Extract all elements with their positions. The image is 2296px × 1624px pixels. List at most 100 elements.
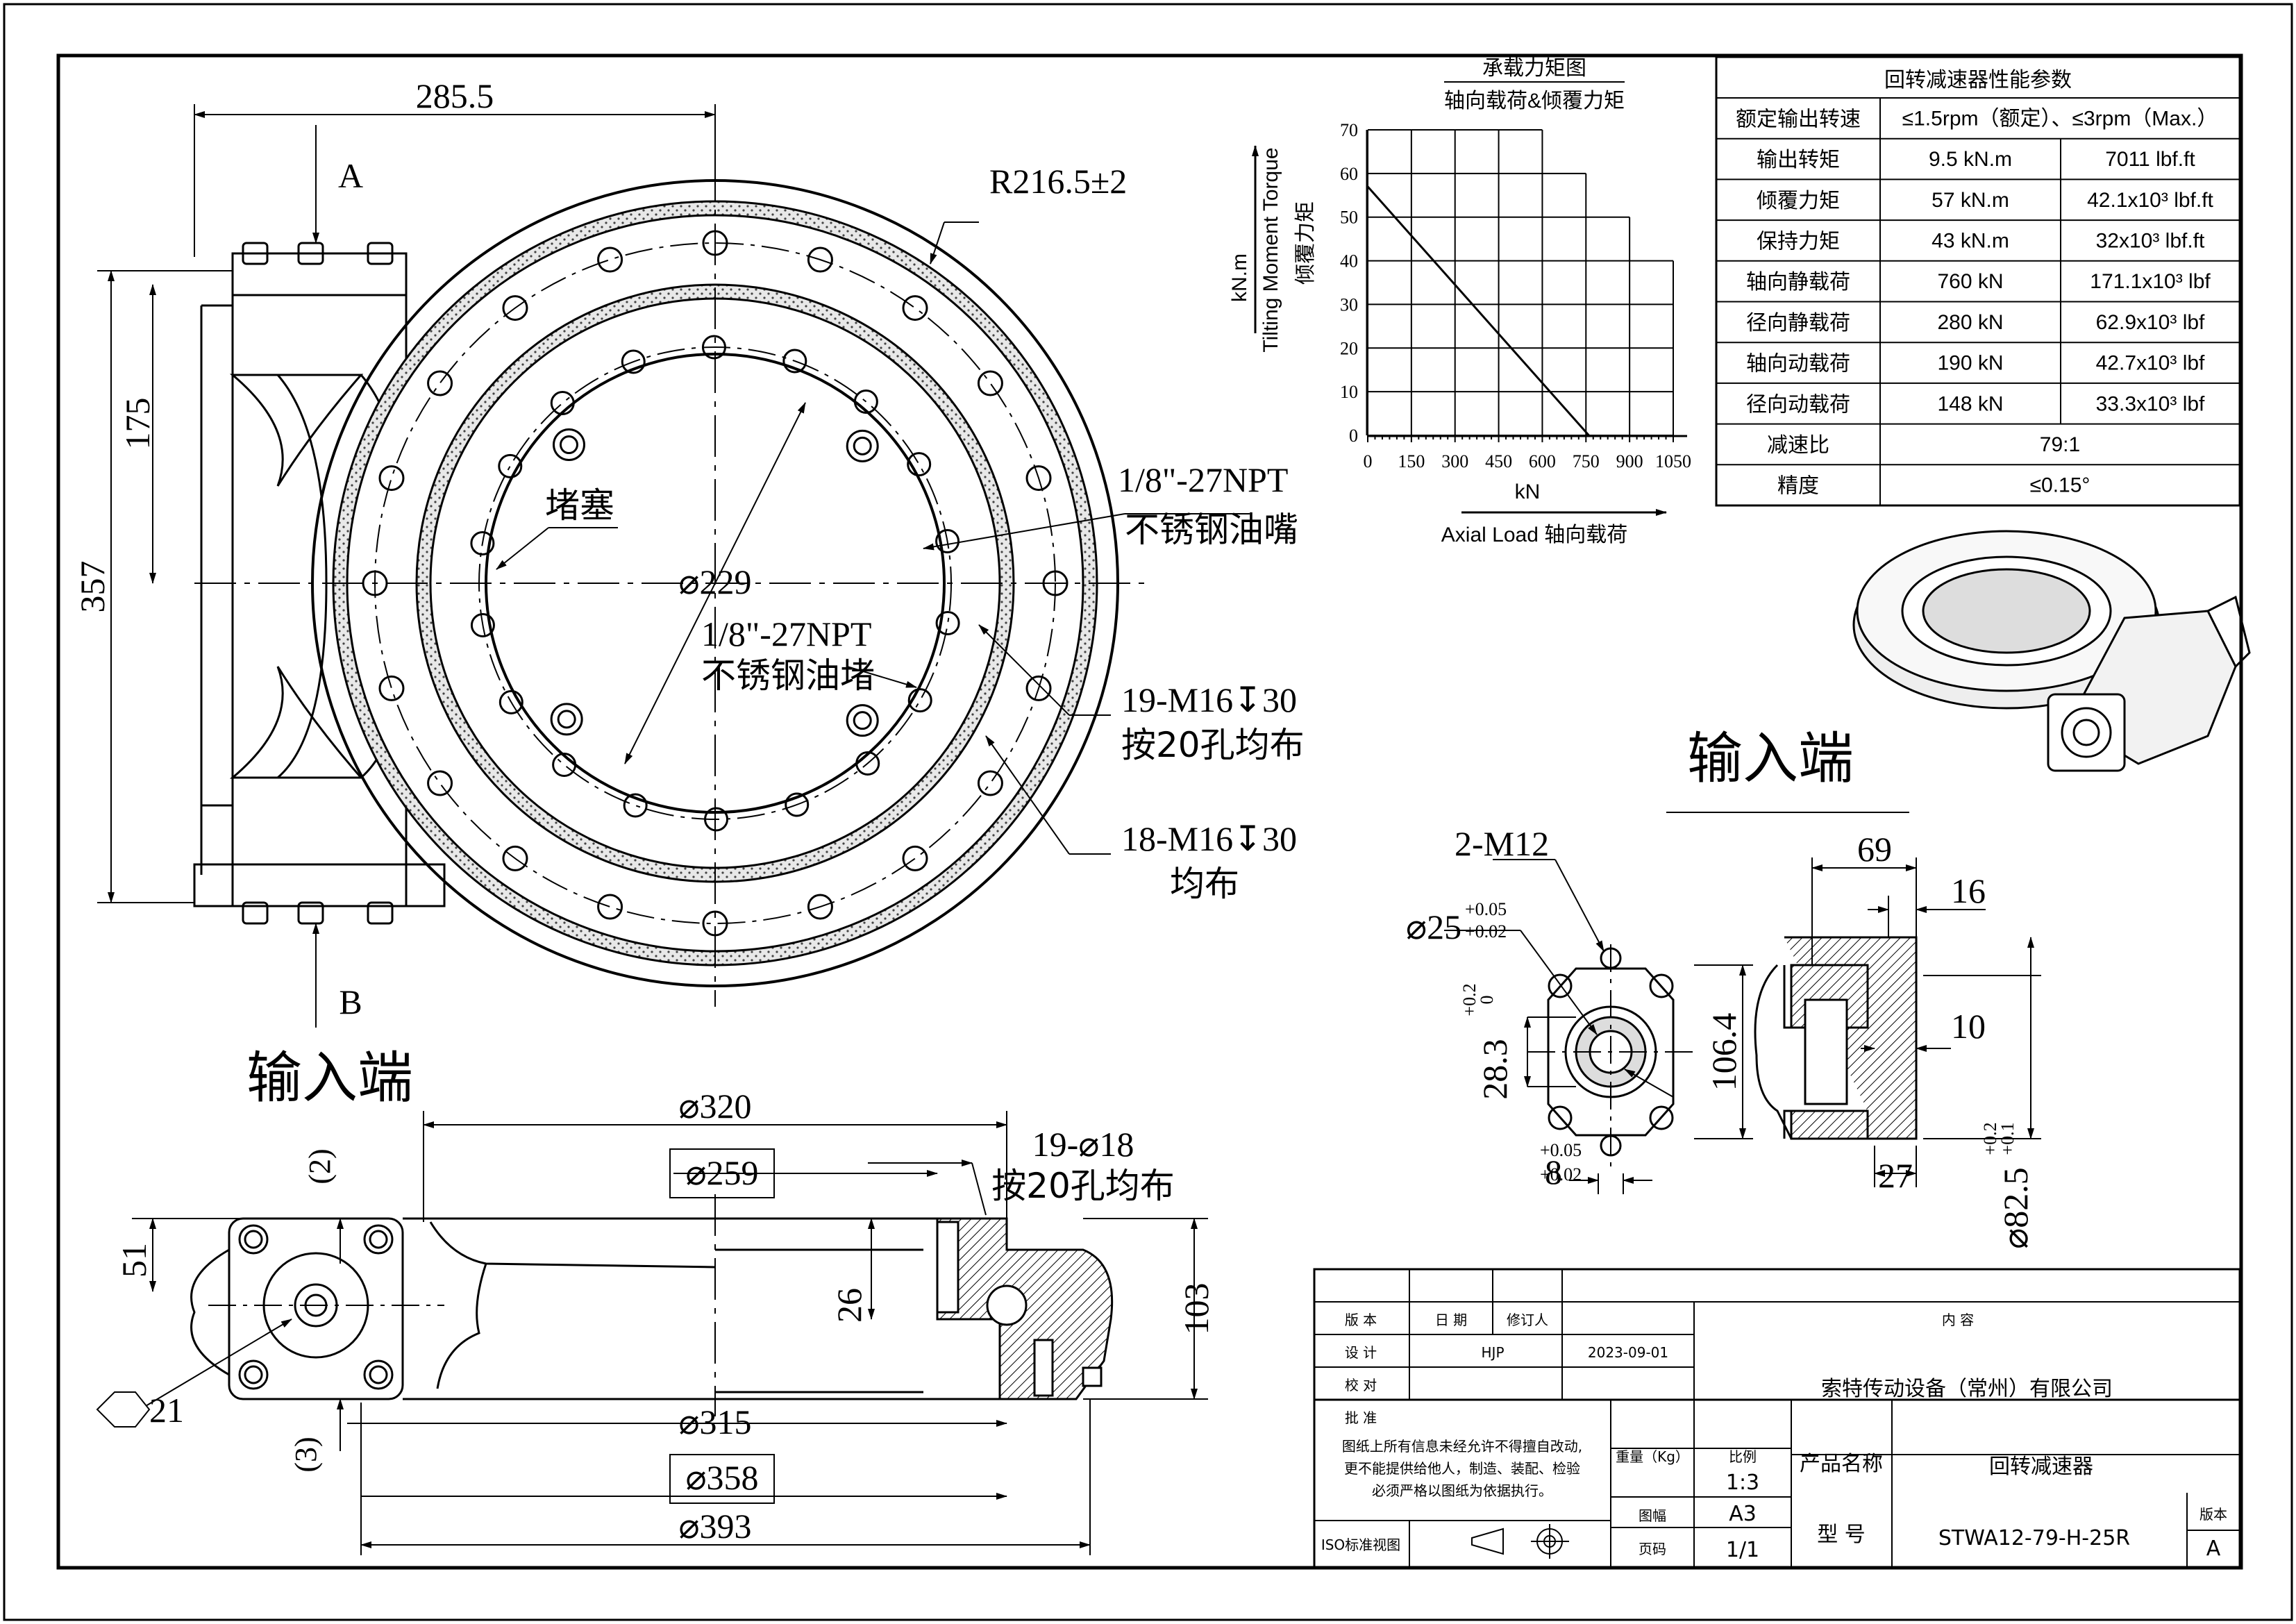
section-b-label: B xyxy=(339,982,362,1021)
tb-notice-2: 更不能提供给他人，制造、装配、检验 xyxy=(1344,1460,1580,1477)
dim-82-5: ⌀82.5 xyxy=(1996,1167,2035,1249)
perf-row-value: 79:1 xyxy=(2040,433,2080,456)
bolt-hole xyxy=(427,770,453,796)
chart-x-unit: kN xyxy=(1515,480,1541,503)
chart-grid xyxy=(1367,129,1674,436)
perf-row-label: 输出转矩 xyxy=(1757,148,1840,172)
perf-row-metric: 190 kN xyxy=(1937,352,2003,375)
perf-row-label: 额定输出转速 xyxy=(1736,107,1861,131)
bolt-hole xyxy=(807,246,833,273)
tb-notice-1: 图纸上所有信息未经允许不得擅自改动, xyxy=(1342,1438,1582,1455)
lifting-hole-inner xyxy=(559,435,578,455)
dim-10: 10 xyxy=(1951,1007,1986,1046)
chart-x-tick-label: 1050 xyxy=(1655,451,1691,471)
chart-y-tick-label: 10 xyxy=(1340,382,1358,402)
perf-row-value: ≤0.15° xyxy=(2030,474,2090,497)
tb-model-header: 型 号 xyxy=(1817,1523,1866,1547)
product-illustration xyxy=(1852,530,2251,772)
dim-p3: (3) xyxy=(289,1437,323,1472)
dim-28-tol-dn: 0 xyxy=(1477,996,1497,1005)
chart-title: 承载力矩图 xyxy=(1482,57,1586,80)
dim-27: 27 xyxy=(1878,1156,1913,1195)
top-view xyxy=(193,160,1146,1007)
npt-nipple-label: 1/8"-27NPT xyxy=(1118,460,1288,499)
tb-content-header: 内 容 xyxy=(1942,1312,1974,1328)
bolt-hole xyxy=(1042,570,1069,596)
perf-row-label: 径向动载荷 xyxy=(1746,392,1850,417)
top-view-dimensions xyxy=(97,104,1250,1028)
dim-175: 175 xyxy=(118,398,157,450)
lifting-hole-inner xyxy=(557,710,576,729)
perf-row-imperial: 7011 lbf.ft xyxy=(2105,148,2195,171)
perf-row-label: 轴向动载荷 xyxy=(1746,352,1850,376)
dim-285-5: 285.5 xyxy=(416,76,494,115)
perf-title: 回转减速器性能参数 xyxy=(1884,68,2072,92)
perf-row-label: 轴向静载荷 xyxy=(1746,270,1850,294)
dim-28-3: 28.3 xyxy=(1475,1039,1514,1100)
dim-51: 51 xyxy=(115,1243,153,1278)
holes-18-desc: 均布 xyxy=(1170,864,1239,904)
holes-d18-desc: 按20孔均布 xyxy=(991,1166,1175,1206)
plug-label: 堵塞 xyxy=(545,485,614,526)
chart-y-tick-label: 30 xyxy=(1340,294,1358,315)
holes-19-desc: 按20孔均布 xyxy=(1121,725,1305,765)
chart-y-label: Tilting Moment Torque xyxy=(1259,147,1282,352)
holes-19-label: 19-M16↧30 xyxy=(1121,680,1297,719)
dim-26: 26 xyxy=(830,1288,869,1323)
chart-y-tick-label: 50 xyxy=(1340,208,1358,228)
perf-row-metric: 57 kN.m xyxy=(1932,189,2009,212)
bolt-hole xyxy=(597,246,623,273)
title-block xyxy=(1313,1268,2241,1569)
chart-y-unit: kN.m xyxy=(1228,253,1251,302)
lifting-hole-inner xyxy=(853,436,872,455)
tb-iso-header: ISO标准视图 xyxy=(1321,1537,1400,1553)
tb-rev-header: 版本 xyxy=(2199,1506,2227,1523)
perf-row-label: 保持力矩 xyxy=(1757,229,1840,253)
title-block-text: 版 本 日 期 修订人 内 容 设 计 HJP 2023-09-01 校 对 批… xyxy=(1321,1312,2227,1562)
input-end-label: 输入端 xyxy=(246,1046,413,1110)
perf-row-value: ≤1.5rpm（额定）、≤3rpm（Max.） xyxy=(1902,107,2218,130)
tb-scale: 1:3 xyxy=(1726,1471,1759,1495)
bolt-hole xyxy=(807,894,833,920)
bolt-hole xyxy=(977,770,1003,796)
chart-series-line xyxy=(1366,185,1590,436)
tb-page-header: 页码 xyxy=(1639,1541,1666,1557)
tb-notice-3: 必须严格以图纸为依据执行。 xyxy=(1372,1482,1552,1499)
bolt-hole xyxy=(702,910,728,937)
input-end-label-2: 输入端 xyxy=(1687,726,1854,791)
lifting-hole xyxy=(550,703,583,736)
bolt-hole xyxy=(1025,465,1052,492)
perf-row-label: 倾覆力矩 xyxy=(1757,189,1840,213)
holes-d18-label: 19-⌀18 xyxy=(1032,1125,1134,1164)
dim-d25-tol-up: +0.05 xyxy=(1465,899,1507,919)
tb-page: 1/1 xyxy=(1726,1538,1759,1562)
dim-28-tol-up: +0.2 xyxy=(1459,983,1480,1016)
holes-18-label: 18-M16↧30 xyxy=(1121,819,1297,858)
lifting-hole xyxy=(552,428,585,462)
dim-p2: (2) xyxy=(303,1148,337,1184)
bolt-hole xyxy=(502,845,528,871)
chart-x-tick-label: 300 xyxy=(1441,451,1468,471)
chart-x-tick-label: 600 xyxy=(1529,451,1556,471)
dim-393: ⌀393 xyxy=(678,1507,751,1546)
bolt-hole xyxy=(498,689,523,714)
perf-row-label: 减速比 xyxy=(1767,433,1829,458)
chart-y-tick-label: 70 xyxy=(1340,120,1358,140)
tb-design-header: 设 计 xyxy=(1345,1344,1377,1361)
m12-label: 2-M12 xyxy=(1455,824,1549,863)
bolt-hole xyxy=(785,792,810,817)
perf-row-metric: 9.5 kN.m xyxy=(1929,148,2012,171)
bolt-hole xyxy=(855,751,880,776)
chart-subtitle: 轴向载荷&倾覆力矩 xyxy=(1444,90,1625,112)
chart-x-label: Axial Load 轴向载荷 xyxy=(1441,524,1627,546)
perf-row-imperial: 62.9x10³ lbf xyxy=(2096,311,2205,334)
chart-y-tick-label: 20 xyxy=(1340,338,1358,358)
chart-y-tick-label: 60 xyxy=(1340,164,1358,184)
tb-company: 索特传动设备（常州）有限公司 xyxy=(1821,1377,2113,1401)
perf-row-metric: 43 kN.m xyxy=(1932,229,2009,252)
tb-product: 回转减速器 xyxy=(1989,1455,2093,1479)
drawing-frame xyxy=(56,53,2243,1570)
